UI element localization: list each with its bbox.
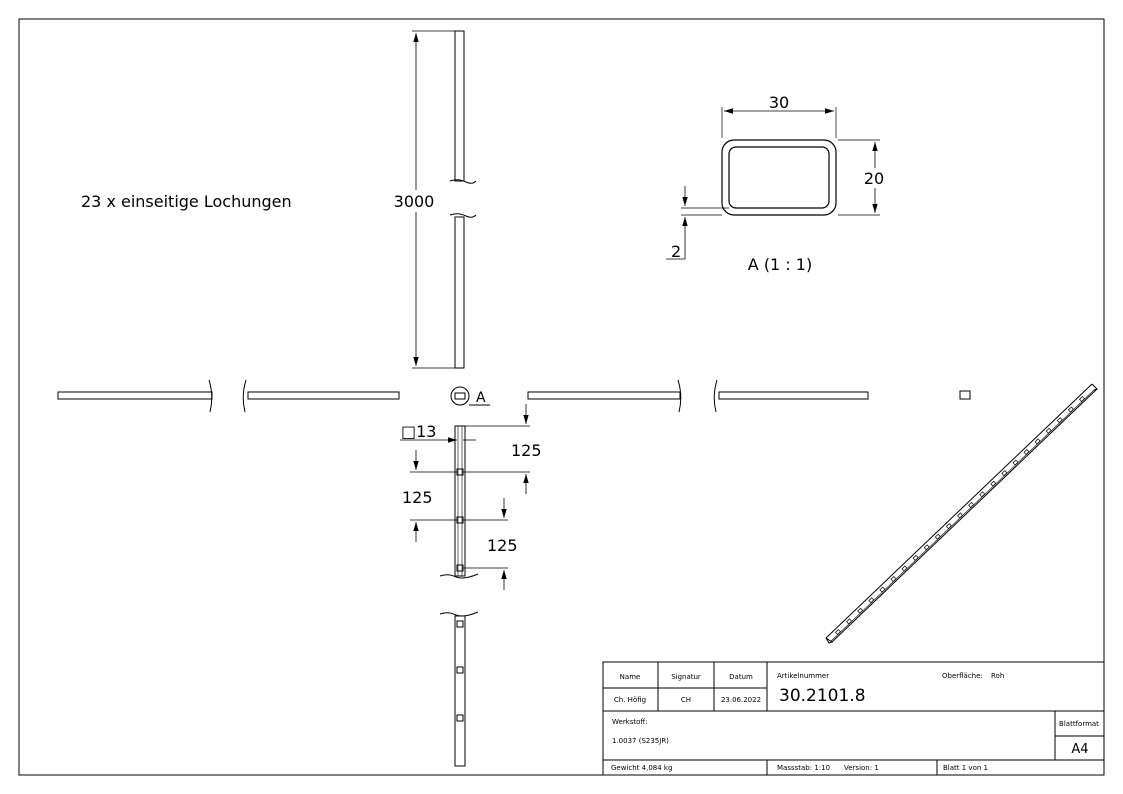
tb-datum: 23.06.2022: [721, 696, 761, 704]
iso-hole: [901, 565, 908, 572]
tb-signatur-header: Signatur: [671, 673, 701, 681]
tb-version: Version: 1: [844, 764, 879, 772]
iso-hole: [934, 533, 941, 540]
pitch-3-label: 125: [487, 536, 518, 555]
iso-hole: [857, 607, 864, 614]
iso-hole: [1056, 417, 1063, 424]
hole-note: 23 x einseitige Lochungen: [81, 192, 292, 211]
hole-size-label: □13: [401, 422, 436, 441]
iso-hole: [890, 576, 897, 582]
iso-hole: [979, 491, 986, 498]
width-label: 30: [769, 93, 789, 112]
wall-thickness-label: 2: [671, 242, 681, 261]
dimension-length-label: 3000: [394, 192, 435, 211]
detail-callout-label: A: [476, 390, 486, 406]
tb-oberflaeche-label: Oberfläche:: [942, 672, 983, 680]
perforated-bar-view: [439, 425, 479, 767]
sheet-border: [18, 18, 1105, 776]
pitch-1-label: 125: [511, 441, 542, 460]
iso-hole: [879, 586, 886, 593]
iso-hole: [1067, 406, 1074, 413]
iso-hole: [957, 512, 963, 519]
iso-hole: [923, 544, 930, 551]
iso-hole: [1001, 470, 1008, 477]
iso-hole: [1045, 427, 1052, 434]
tb-oberflaeche: Roh: [991, 672, 1004, 680]
detail-callout-a: [450, 386, 490, 406]
tb-werkstoff: 1.0037 (S235JR): [612, 737, 669, 745]
horizontal-bar-view: [57, 379, 971, 413]
tb-gewicht: Gewicht 4,084 kg: [611, 764, 672, 772]
isometric-holes: [835, 396, 1085, 635]
iso-hole: [912, 554, 919, 561]
iso-hole: [1023, 449, 1030, 455]
tb-blattformat-label: Blattformat: [1059, 720, 1099, 728]
tb-artikelnummer-label: Artikelnummer: [777, 672, 829, 680]
pitch-2-label: 125: [402, 488, 433, 507]
iso-hole: [846, 618, 853, 625]
tb-name-header: Name: [620, 673, 641, 681]
iso-hole: [1079, 396, 1085, 402]
tb-artikelnummer: 30.2101.8: [779, 686, 866, 706]
tb-blattformat: A4: [1071, 742, 1088, 757]
iso-hole: [968, 501, 975, 508]
isometric-view: [825, 383, 1098, 644]
iso-hole: [1034, 438, 1041, 445]
hole: [456, 714, 464, 722]
tb-signatur: CH: [681, 696, 691, 704]
pitch-dimension-2: [410, 450, 457, 542]
hole: [456, 666, 464, 674]
title-block: [602, 661, 1105, 776]
tb-werkstoff-label: Werkstoff:: [612, 718, 648, 726]
section-detail-view: [666, 107, 880, 260]
iso-hole: [990, 480, 997, 487]
pitch-dimension-1: [463, 404, 530, 494]
iso-hole: [868, 597, 875, 604]
iso-hole: [835, 629, 841, 635]
tb-massstab: Massstab: 1:10: [777, 764, 830, 772]
iso-hole: [1012, 459, 1019, 466]
iso-hole: [945, 523, 952, 530]
hole: [456, 620, 464, 628]
tb-name: Ch. Höfig: [614, 696, 646, 704]
detail-view-label: A (1 : 1): [748, 255, 812, 274]
height-label: 20: [864, 169, 884, 188]
tb-datum-header: Datum: [729, 673, 753, 681]
tb-blatt: Blatt 1 von 1: [943, 764, 988, 772]
pitch-dimension-3: [463, 498, 508, 590]
